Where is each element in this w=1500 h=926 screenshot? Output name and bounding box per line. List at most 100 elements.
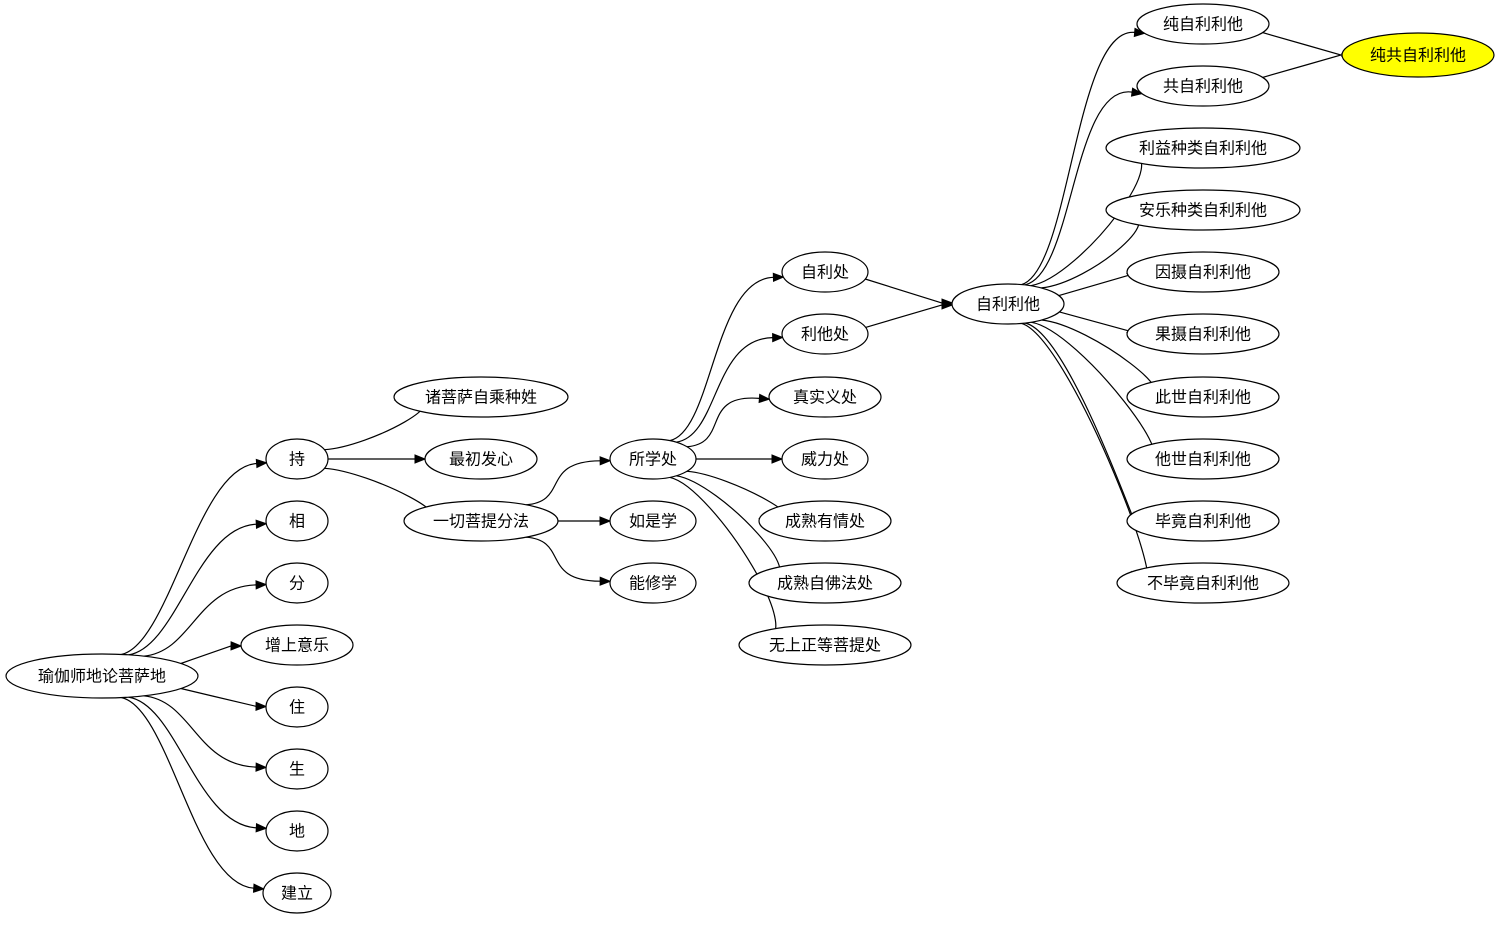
node-xiang: 相: [265, 500, 329, 542]
arrowhead: [414, 454, 427, 464]
node-ziliita: 自利利他: [951, 283, 1065, 325]
node-label: 如是学: [629, 512, 677, 531]
arrowhead: [772, 272, 785, 283]
edge-root-to-chi: [121, 458, 268, 656]
edge-line: [121, 462, 257, 656]
node-ellipse: [1136, 65, 1270, 107]
node-label: 持: [289, 450, 305, 469]
edge-line: [669, 276, 774, 442]
node-label: 毕竟自利利他: [1155, 512, 1251, 531]
edge-yiqie-to-rushixue: [557, 516, 612, 526]
edge-line: [1024, 322, 1140, 532]
node-ellipse: [265, 438, 329, 480]
arrowhead: [772, 332, 784, 343]
edge-yiqie-to-suoxuechu: [525, 456, 612, 506]
node-label: 分: [289, 574, 305, 593]
edge-suoxuechu-to-litachu: [676, 332, 784, 443]
node-ellipse: [5, 653, 199, 699]
node-anle: 安乐种类自利利他: [1105, 189, 1301, 231]
edge-line: [180, 645, 232, 665]
edge-line: [865, 304, 943, 328]
node-ellipse: [609, 500, 697, 542]
node-ellipse: [424, 438, 538, 480]
node-label: 因摄自利利他: [1155, 263, 1251, 282]
edge-ziliita-to-yinshe: [1058, 268, 1138, 297]
edge-line: [525, 460, 601, 506]
node-cishi: 此世自利利他: [1126, 376, 1280, 418]
node-bubijing: 不毕竟自利利他: [1116, 562, 1290, 604]
node-zengshang: 增上意乐: [240, 624, 354, 666]
edge-root-to-sheng: [143, 695, 268, 772]
node-weili: 威力处: [781, 438, 869, 480]
edge-suoxuechu-to-zhenshi: [686, 393, 771, 448]
arrowhead: [758, 393, 771, 404]
node-label: 成熟自佛法处: [777, 574, 873, 593]
node-label: 威力处: [801, 450, 849, 469]
edge-ziliita-to-guoshe: [1059, 311, 1138, 338]
arrowhead: [599, 516, 612, 526]
edge-line: [128, 696, 257, 829]
node-chun: 纯自利利他: [1136, 3, 1270, 45]
arrowhead: [255, 823, 268, 833]
arrowhead: [771, 454, 784, 464]
edge-line: [128, 523, 257, 656]
edge-root-to-di: [128, 696, 268, 833]
node-zhenshi: 真实义处: [768, 376, 882, 418]
edge-yiqie-to-nengxiuxue: [525, 536, 612, 586]
node-ellipse: [748, 562, 902, 604]
node-ellipse: [609, 438, 697, 480]
node-ellipse: [951, 283, 1065, 325]
node-label: 此世自利利他: [1155, 388, 1251, 407]
node-ellipse: [1126, 376, 1280, 418]
node-ellipse: [738, 624, 912, 666]
node-chengshu_fofa: 成熟自佛法处: [748, 562, 902, 604]
node-ellipse: [768, 376, 882, 418]
edge-line: [1262, 51, 1352, 78]
edge-suoxuechu-to-weili: [696, 454, 784, 464]
arrowhead: [255, 580, 268, 590]
node-label: 所学处: [629, 450, 677, 469]
node-label: 瑜伽师地论菩萨地: [38, 667, 166, 686]
node-label: 他世自利利他: [1155, 450, 1251, 469]
node-zuichu: 最初发心: [424, 438, 538, 480]
node-nengxiuxue: 能修学: [609, 562, 697, 604]
node-wushang: 无上正等菩提处: [738, 624, 912, 666]
edge-line: [143, 584, 257, 657]
edge-line: [865, 278, 943, 304]
arrowhead: [255, 519, 268, 529]
arrowhead: [1133, 27, 1146, 38]
node-di: 地: [265, 810, 329, 852]
node-ellipse: [609, 562, 697, 604]
node-label: 增上意乐: [265, 636, 329, 655]
node-label: 纯共自利利他: [1370, 46, 1466, 65]
edge-line: [676, 337, 773, 443]
edge-line: [121, 696, 254, 889]
node-yiqie: 一切菩提分法: [403, 500, 559, 542]
node-jianli: 建立: [262, 872, 332, 914]
edge-litachu-to-ziliita: [865, 300, 954, 328]
edge-chun-to-chungong: [1262, 32, 1354, 63]
arrowhead: [255, 458, 268, 469]
node-ellipse: [781, 251, 869, 293]
node-yinshe: 因摄自利利他: [1126, 251, 1280, 293]
node-label: 诸菩萨自乘种姓: [425, 388, 537, 407]
node-ellipse: [262, 872, 332, 914]
edge-ziliita-to-gong: [1024, 87, 1144, 286]
edge-zilichu-to-ziliita: [865, 278, 954, 308]
node-root: 瑜伽师地论菩萨地: [5, 653, 199, 699]
node-ellipse: [265, 810, 329, 852]
arrowhead: [230, 641, 243, 651]
node-zhu: 住: [265, 686, 329, 728]
arrowhead: [599, 576, 612, 586]
edge-line: [143, 695, 257, 768]
arrowhead: [252, 883, 266, 893]
edge-chi-to-zuichu: [328, 454, 427, 464]
node-label: 建立: [281, 884, 313, 903]
edge-root-to-fen: [143, 580, 268, 657]
nodes-layer: 瑜伽师地论菩萨地持相分增上意乐住生地建立诸菩萨自乘种姓最初发心一切菩提分法所学处…: [5, 3, 1495, 914]
node-ellipse: [265, 748, 329, 790]
node-label: 能修学: [629, 574, 677, 593]
node-ellipse: [1105, 127, 1301, 169]
arrowhead: [599, 456, 612, 466]
node-ellipse: [758, 500, 892, 542]
